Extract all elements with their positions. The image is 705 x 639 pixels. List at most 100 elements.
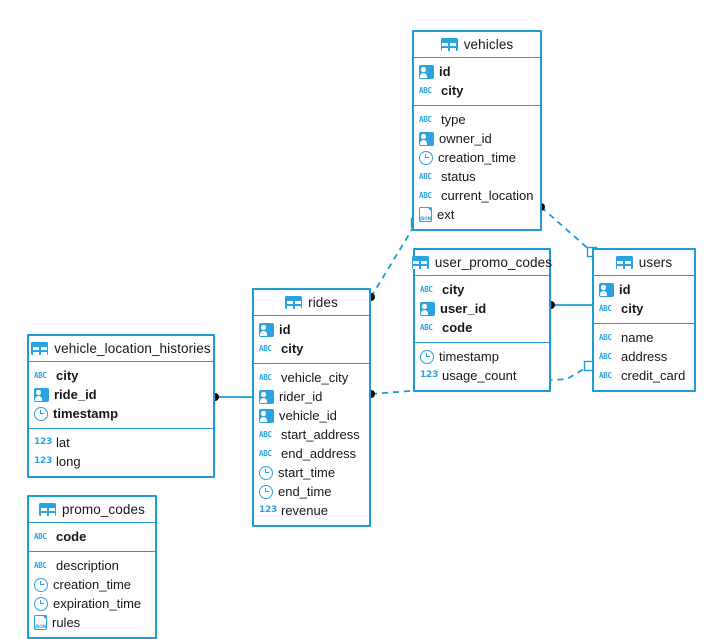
column-name[interactable]: ABC name [594, 328, 694, 347]
abc-icon: ABC [34, 560, 47, 570]
entity-name: rides [308, 295, 338, 310]
column-label: creation_time [438, 150, 517, 165]
abc-icon: ABC [420, 284, 433, 294]
column-label: start_time [278, 465, 336, 480]
id-card-icon [34, 387, 49, 402]
number-icon: 123 [259, 505, 278, 515]
id-card-icon [599, 282, 614, 297]
entity-title-user_promo_codes[interactable]: user_promo_codes [411, 250, 552, 276]
column-vehicle_id[interactable]: vehicle_id [254, 406, 369, 425]
number-icon: 123 [420, 370, 439, 380]
number-icon: 123 [34, 456, 53, 466]
column-label: usage_count [442, 368, 517, 383]
entity-title-rides[interactable]: rides [254, 290, 369, 316]
abc-icon: ABC [599, 303, 612, 313]
abc-icon: ABC [599, 332, 612, 342]
column-label: name [621, 330, 654, 345]
clock-icon [420, 349, 434, 364]
id-card-icon [259, 389, 274, 404]
primary-key-column-timestamp[interactable]: timestamp [29, 404, 213, 423]
column-ext[interactable]: ext [414, 205, 540, 224]
primary-key-column-city[interactable]: ABC city [594, 299, 694, 318]
column-rules[interactable]: rules [29, 613, 155, 632]
abc-icon: ABC [599, 370, 612, 380]
column-timestamp[interactable]: timestamp [415, 347, 549, 366]
primary-key-column-user_id[interactable]: user_id [415, 299, 549, 318]
abc-icon: ABC [419, 114, 432, 124]
column-label: code [56, 529, 87, 544]
column-owner_id[interactable]: owner_id [414, 129, 540, 148]
primary-key-column-id[interactable]: id [414, 62, 540, 81]
clock-icon [259, 484, 273, 499]
clock-icon [259, 465, 273, 480]
relationship-vehicle_location_histories-rides[interactable] [211, 393, 252, 401]
column-creation_time[interactable]: creation_time [29, 575, 155, 594]
column-label: description [56, 558, 119, 573]
column-label: city [621, 301, 644, 316]
id-card-icon [420, 301, 435, 316]
column-label: timestamp [53, 406, 119, 421]
relationship-line [370, 222, 417, 298]
column-rider_id[interactable]: rider_id [254, 387, 369, 406]
entity-title-users[interactable]: users [594, 250, 694, 276]
abc-icon: ABC [419, 85, 432, 95]
primary-key-column-ride_id[interactable]: ride_id [29, 385, 213, 404]
entity-title-promo_codes[interactable]: promo_codes [29, 497, 155, 523]
column-label: end_address [281, 446, 357, 461]
column-end_time[interactable]: end_time [254, 482, 369, 501]
abc-icon: ABC [259, 372, 272, 382]
column-label: address [621, 349, 668, 364]
relationship-user_promo_codes-users[interactable] [547, 301, 592, 309]
column-description[interactable]: ABC description [29, 556, 155, 575]
abc-icon: ABC [419, 171, 432, 181]
column-label: rules [52, 615, 81, 630]
abc-icon: ABC [259, 429, 272, 439]
column-start_time[interactable]: start_time [254, 463, 369, 482]
column-creation_time[interactable]: creation_time [414, 148, 540, 167]
column-label: id [279, 322, 291, 337]
column-label: end_time [278, 484, 332, 499]
id-card-icon [419, 131, 434, 146]
entity-name: users [638, 255, 673, 270]
table-icon [411, 256, 429, 269]
primary-key-column-id[interactable]: id [594, 280, 694, 299]
clock-icon [419, 150, 433, 165]
column-label: city [281, 341, 304, 356]
column-expiration_time[interactable]: expiration_time [29, 594, 155, 613]
entity-title-vehicle_location_histories[interactable]: vehicle_location_histories [29, 336, 213, 362]
primary-key-column-id[interactable]: id [254, 320, 369, 339]
entity-title-vehicles[interactable]: vehicles [414, 32, 540, 58]
clock-icon [34, 406, 48, 421]
column-label: long [56, 454, 81, 469]
